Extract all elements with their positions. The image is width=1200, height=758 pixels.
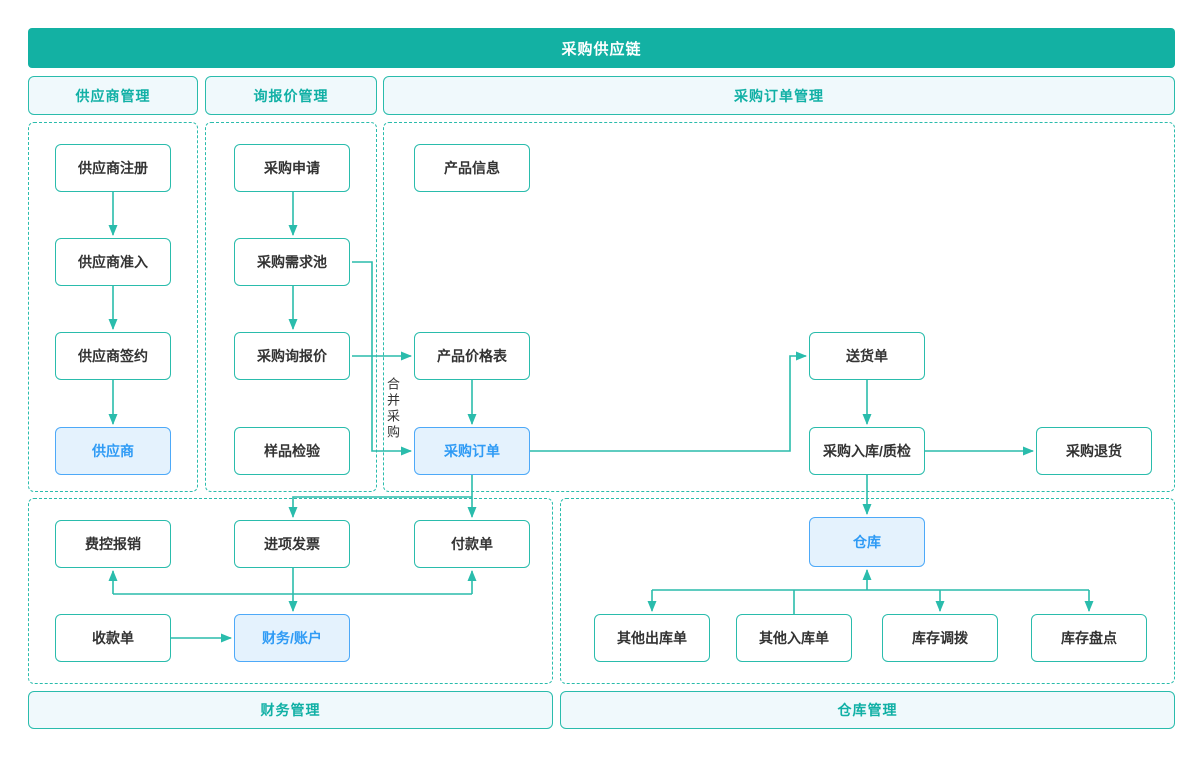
node-warehouse[interactable]: 仓库 xyxy=(809,517,925,567)
node-purchase-request[interactable]: 采购申请 xyxy=(234,144,350,192)
node-purchase-inquiry[interactable]: 采购询报价 xyxy=(234,332,350,380)
diagram-title-banner: 采购供应链 xyxy=(28,28,1175,68)
section-header-purchase-order: 采购订单管理 xyxy=(383,76,1175,115)
section-header-warehouse: 仓库管理 xyxy=(560,691,1175,729)
edge-branch-to-input-invoice xyxy=(288,496,472,518)
edge-purchase-order-to-delivery-note xyxy=(530,351,807,452)
node-expense-reimburse[interactable]: 费控报销 xyxy=(55,520,171,568)
node-supplier[interactable]: 供应商 xyxy=(55,427,171,475)
section-header-finance: 财务管理 xyxy=(28,691,553,729)
node-inbound-qc[interactable]: 采购入库/质检 xyxy=(809,427,925,475)
node-product-info[interactable]: 产品信息 xyxy=(414,144,530,192)
node-payment-note[interactable]: 付款单 xyxy=(414,520,530,568)
edge-demand-pool-to-purchase-order-merge xyxy=(352,261,412,456)
node-delivery-note[interactable]: 送货单 xyxy=(809,332,925,380)
node-supplier-register[interactable]: 供应商注册 xyxy=(55,144,171,192)
node-sample-inspection[interactable]: 样品检验 xyxy=(234,427,350,475)
node-purchase-order[interactable]: 采购订单 xyxy=(414,427,530,475)
edge-label-merge-purchase: 合并采购 xyxy=(385,377,400,441)
node-finance-account[interactable]: 财务/账户 xyxy=(234,614,350,662)
node-stock-transfer[interactable]: 库存调拨 xyxy=(882,614,998,662)
section-box-inquiry xyxy=(205,122,377,492)
section-box-finance xyxy=(28,498,553,684)
node-input-invoice[interactable]: 进项发票 xyxy=(234,520,350,568)
node-supplier-sign[interactable]: 供应商签约 xyxy=(55,332,171,380)
node-purchase-return[interactable]: 采购退货 xyxy=(1036,427,1152,475)
node-supplier-access[interactable]: 供应商准入 xyxy=(55,238,171,286)
node-price-list[interactable]: 产品价格表 xyxy=(414,332,530,380)
node-other-outbound[interactable]: 其他出库单 xyxy=(594,614,710,662)
section-box-supplier xyxy=(28,122,198,492)
node-receipt-note[interactable]: 收款单 xyxy=(55,614,171,662)
section-box-purchase-order xyxy=(383,122,1175,492)
section-header-inquiry: 询报价管理 xyxy=(205,76,377,115)
node-other-inbound[interactable]: 其他入库单 xyxy=(736,614,852,662)
node-stock-count[interactable]: 库存盘点 xyxy=(1031,614,1147,662)
node-demand-pool[interactable]: 采购需求池 xyxy=(234,238,350,286)
section-header-supplier: 供应商管理 xyxy=(28,76,198,115)
